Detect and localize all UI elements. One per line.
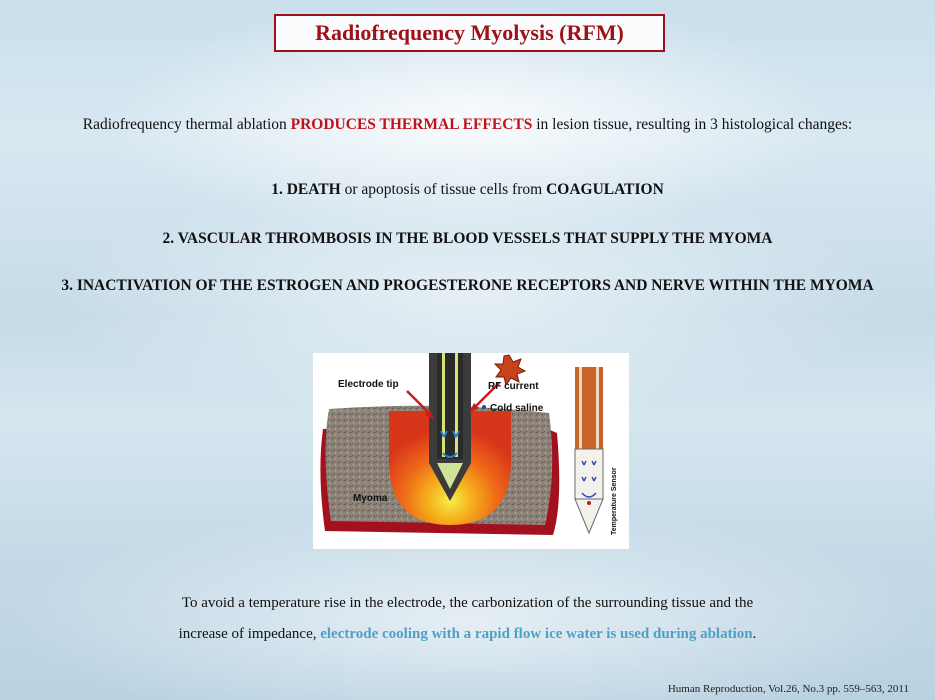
rf-electrode-figure: Electrode tip RF current Cold saline Myo… (313, 353, 629, 549)
point-1-lead: 1. DEATH (271, 181, 341, 198)
point-3: 3. INACTIVATION OF THE ESTROGEN AND PROG… (61, 277, 874, 294)
rf-electrode-diagram: Electrode tip RF current Cold saline Myo… (320, 353, 618, 535)
note-line-2: increase of impedance, electrode cooling… (0, 626, 935, 643)
point-1: 1. DEATH or apoptosis of tissue cells fr… (0, 181, 935, 199)
note-line-2-before: increase of impedance, (178, 626, 321, 642)
probe-detail (574, 367, 604, 535)
point-2: 2. VASCULAR THROMBOSIS IN THE BLOOD VESS… (162, 230, 773, 247)
intro-text: Radiofrequency thermal ablation PRODUCES… (0, 116, 935, 134)
label-temperature-sensor: Temperature Sensor (611, 467, 618, 535)
intro-before: Radiofrequency thermal ablation (82, 116, 291, 133)
citation: Human Reproduction, Vol.26, No.3 pp. 559… (667, 683, 909, 695)
point-1-middle: or apoptosis of tissue cells from (340, 181, 547, 198)
note-line-2-highlight: electrode cooling with a rapid flow ice … (320, 626, 753, 642)
intro-after: in lesion tissue, resulting in 3 histolo… (532, 116, 853, 133)
label-cold-saline: Cold saline (490, 403, 544, 414)
intro-highlight: PRODUCES THERMAL EFFECTS (290, 116, 533, 133)
note-line-1: To avoid a temperature rise in the elect… (181, 595, 754, 611)
label-electrode-tip: Electrode tip (338, 379, 399, 390)
slide-title: Radiofrequency Myolysis (RFM) (274, 14, 665, 52)
label-myoma: Myoma (353, 493, 388, 504)
label-rf-current: RF current (488, 381, 539, 392)
point-1-end: COAGULATION (546, 181, 664, 198)
rf-current-burst (493, 354, 527, 387)
note-line-2-after: . (752, 626, 757, 642)
